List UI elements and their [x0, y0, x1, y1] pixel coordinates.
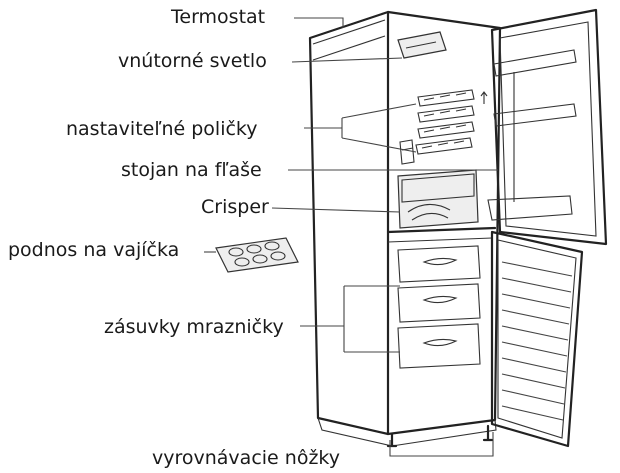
freezer-door — [490, 230, 584, 448]
label-crisper: Crisper — [201, 196, 269, 218]
leveling-feet — [386, 424, 494, 448]
crisper-drawer — [397, 169, 479, 229]
label-termostat: Termostat — [171, 6, 266, 28]
fridge-body — [308, 10, 502, 447]
bottle-rack — [399, 139, 415, 165]
egg-tray — [215, 237, 299, 273]
fridge-door — [487, 8, 608, 246]
label-leveling-feet: vyrovnávacie nôžky — [152, 447, 340, 469]
label-interior-light: vnútorné svetlo — [118, 50, 267, 72]
label-freezer-drawers: zásuvky mrazničky — [104, 316, 284, 338]
freezer-drawers — [397, 245, 481, 369]
label-adjustable-shelves: nastaviteľné poličky — [66, 118, 258, 140]
leader-lines — [204, 17, 498, 457]
interior-light — [397, 31, 447, 59]
label-egg-tray: podnos na vajíčka — [8, 239, 180, 261]
label-bottle-rack: stojan na fľaše — [121, 159, 262, 181]
adjustable-shelves — [415, 89, 488, 155]
